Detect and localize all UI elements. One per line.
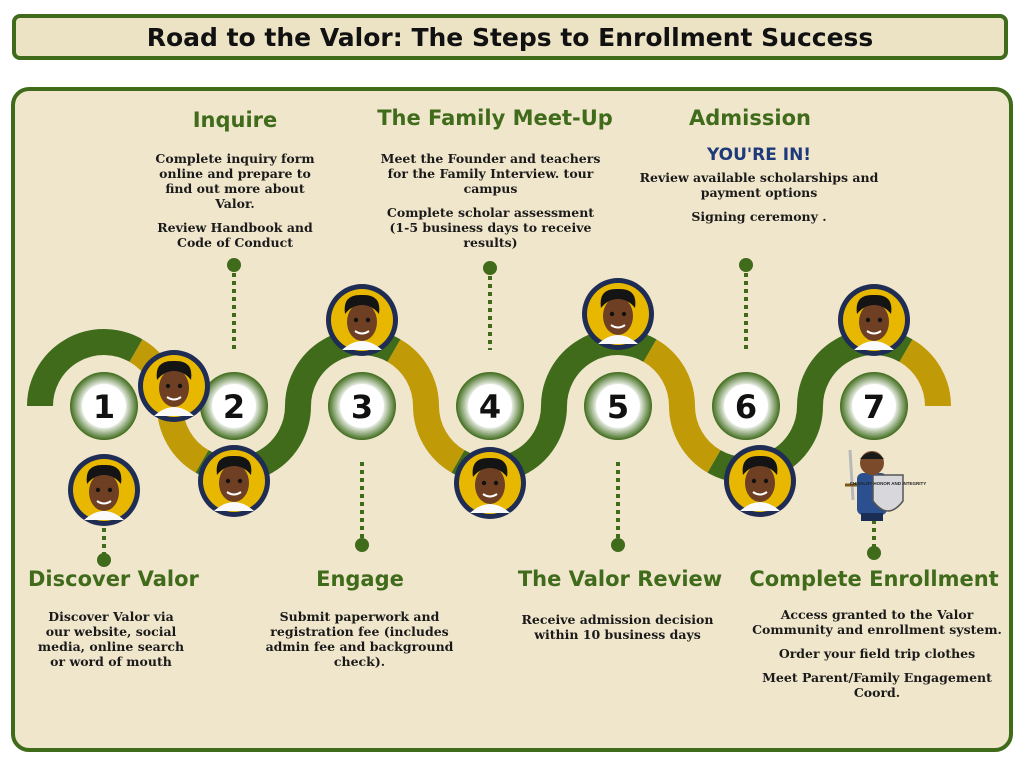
step-3-label: Engage	[316, 567, 404, 591]
connector-dot	[97, 553, 111, 567]
step-3-desc-line: Submit paperwork and registration fee (i…	[265, 609, 454, 669]
step-node-center	[340, 384, 384, 428]
road-upper-arc	[27, 329, 143, 407]
shield-icon	[872, 474, 904, 512]
step-node-center	[596, 384, 640, 428]
step-7-desc-line: Order your field trip clothes	[778, 646, 976, 661]
step-7-desc-line: Meet Parent/Family Engagement Coord.	[762, 670, 992, 700]
avatar-icon	[198, 445, 270, 517]
avatar-icon	[138, 350, 210, 422]
connector-dot	[227, 258, 241, 272]
step-number: 7	[863, 388, 885, 426]
step-1-desc-line: Discover Valor via our website, social m…	[37, 609, 185, 669]
connector-dot	[611, 538, 625, 552]
step-number: 5	[607, 388, 629, 426]
connector-dot	[867, 546, 881, 560]
step-node-center	[212, 384, 256, 428]
step-number: 6	[735, 388, 757, 426]
step-2-desc-line: Review Handbook and Code of Conduct	[157, 220, 313, 250]
road-lower-arc	[669, 405, 721, 473]
connector-dot	[739, 258, 753, 272]
step-5-desc: Receive admission decision within 10 bus…	[520, 612, 715, 651]
connector-dot	[355, 538, 369, 552]
road-lower-arc	[413, 405, 465, 473]
step-3-desc: Submit paperwork and registration fee (i…	[262, 609, 457, 678]
step-7-desc-line: Access granted to the Valor Community an…	[752, 607, 1002, 637]
step-5-desc-line: Receive admission decision within 10 bus…	[521, 612, 714, 642]
step-node-center	[852, 384, 896, 428]
avatar-icon	[326, 284, 398, 356]
step-4-desc: Meet the Founder and teachers for the Fa…	[378, 151, 603, 259]
step-5-label: The Valor Review	[517, 567, 723, 591]
step-7-label: Complete Enrollment	[749, 567, 999, 591]
step-1-label: Discover Valor	[28, 567, 199, 591]
step-2-desc: Complete inquiry form online and prepare…	[145, 151, 325, 259]
connectors	[97, 258, 881, 567]
step-number: 3	[351, 388, 373, 426]
step-6-desc-line: Signing ceremony .	[691, 209, 827, 224]
knight-legs	[861, 513, 883, 521]
step-2-label: Inquire	[192, 108, 278, 132]
step-2-desc-line: Complete inquiry form online and prepare…	[155, 151, 315, 211]
avatar-icon	[724, 445, 796, 517]
avatar-icon	[454, 447, 526, 519]
avatar-icon	[838, 284, 910, 356]
avatar-icon	[68, 454, 140, 526]
connector-dot	[483, 261, 497, 275]
step-6-desc-line: Review available scholarships and paymen…	[639, 170, 879, 200]
step-6-desc: YOU'RE IN! Review available scholarships…	[628, 145, 890, 233]
step-number: 4	[479, 388, 501, 426]
sword-icon	[848, 449, 855, 501]
step-7-desc: Access granted to the Valor Community an…	[752, 607, 1002, 709]
step-4-desc-line: Complete scholar assessment (1-5 busines…	[386, 205, 595, 250]
knight-hair	[860, 452, 884, 459]
road-upper-arc	[643, 339, 695, 407]
step-6-highlight: YOU'RE IN!	[706, 145, 812, 165]
title-bar: Road to the Valor: The Steps to Enrollme…	[12, 14, 1008, 60]
step-4-label: The Family Meet-Up	[377, 106, 613, 130]
road-upper-arc	[387, 339, 439, 407]
step-1-desc: Discover Valor via our website, social m…	[36, 609, 186, 678]
step-number: 1	[93, 388, 115, 426]
step-node-center	[724, 384, 768, 428]
step-nodes: 1 2 3 4 5 6 7	[70, 372, 908, 440]
avatar-icon	[582, 278, 654, 350]
step-6-label: Admission	[689, 106, 811, 130]
page-title: Road to the Valor: The Steps to Enrollme…	[146, 22, 874, 52]
avatars	[68, 278, 910, 526]
step-number: 2	[223, 388, 245, 426]
step-node-center	[82, 384, 126, 428]
step-node-center	[468, 384, 512, 428]
road-upper-arc	[899, 339, 951, 407]
step-4-desc-line: Meet the Founder and teachers for the Fa…	[380, 151, 601, 196]
knight-icon: CHIVALRY HONOR AND INTEGRITY	[845, 449, 927, 521]
shield-text: CHIVALRY HONOR AND INTEGRITY	[850, 481, 927, 486]
